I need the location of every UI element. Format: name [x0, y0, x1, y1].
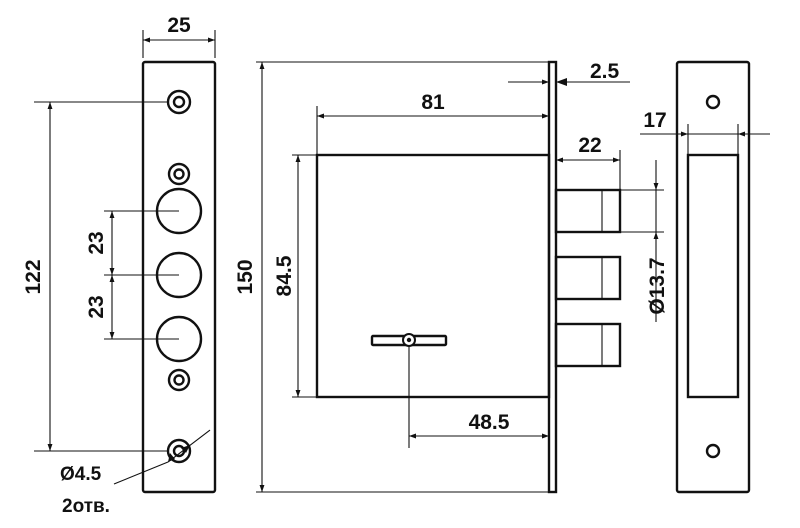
bolt-diameter-label: Ø13.7 [646, 257, 669, 314]
bolt-bottom [554, 322, 622, 368]
pin-hole-lower [167, 368, 191, 392]
cylinder-spacing-label-2: 23 [85, 295, 108, 318]
screw-hole-diameter-label: Ø4.5 [60, 464, 102, 485]
dimension-backset: 48.5 [408, 346, 549, 448]
strike-depth-label: 17 [643, 109, 666, 132]
strike-screw-hole-bottom [705, 443, 721, 459]
bolt-throw-label: 22 [578, 134, 601, 157]
dimension-bolt-diameter: Ø13.7 [620, 160, 669, 322]
faceplate-outline [141, 60, 217, 494]
dimension-faceplate-thickness: 2.5 [508, 60, 630, 86]
dimension-faceplate-width: 25 [142, 14, 216, 58]
bolt-middle [554, 255, 622, 301]
screw-hole-count-label: 2отв. [62, 496, 110, 517]
strike-screw-hole-top [705, 94, 721, 110]
dimension-mounting-span: 122 [22, 101, 168, 452]
strike-plate-view: 17 [640, 60, 770, 494]
faceplate-thickness-label: 2.5 [590, 60, 620, 83]
dimension-bolt-throw: 22 [556, 134, 621, 190]
dimension-strike-depth: 17 [640, 109, 770, 155]
faceplate-width-label: 25 [167, 14, 191, 37]
faceplate-front-view: 25 122 23 23 Ø4.5 2отв. [22, 14, 217, 517]
dimension-overall-height: 150 [234, 61, 549, 493]
strike-plate-opening [686, 153, 740, 399]
pin-hole-upper [167, 162, 191, 186]
case-depth-label: 81 [421, 91, 445, 114]
screw-hole-top [166, 89, 192, 115]
dimension-cylinder-spacing: 23 23 [85, 210, 179, 340]
screw-hole-callout: Ø4.5 2отв. [60, 429, 211, 517]
mounting-span-label: 122 [22, 259, 45, 294]
dimension-case-depth: 81 [316, 91, 549, 155]
cylinder-spacing-label-1: 23 [85, 231, 108, 254]
keyhole [370, 333, 448, 347]
lock-body-side-view: 150 84.5 81 2.5 22 [234, 60, 669, 494]
bolt-top [554, 188, 622, 234]
lock-case [315, 153, 551, 399]
dimension-case-height: 84.5 [273, 154, 317, 398]
overall-height-label: 150 [234, 259, 257, 294]
backset-label: 48.5 [469, 411, 510, 434]
strike-plate-outline [675, 60, 751, 494]
case-height-label: 84.5 [273, 255, 296, 296]
